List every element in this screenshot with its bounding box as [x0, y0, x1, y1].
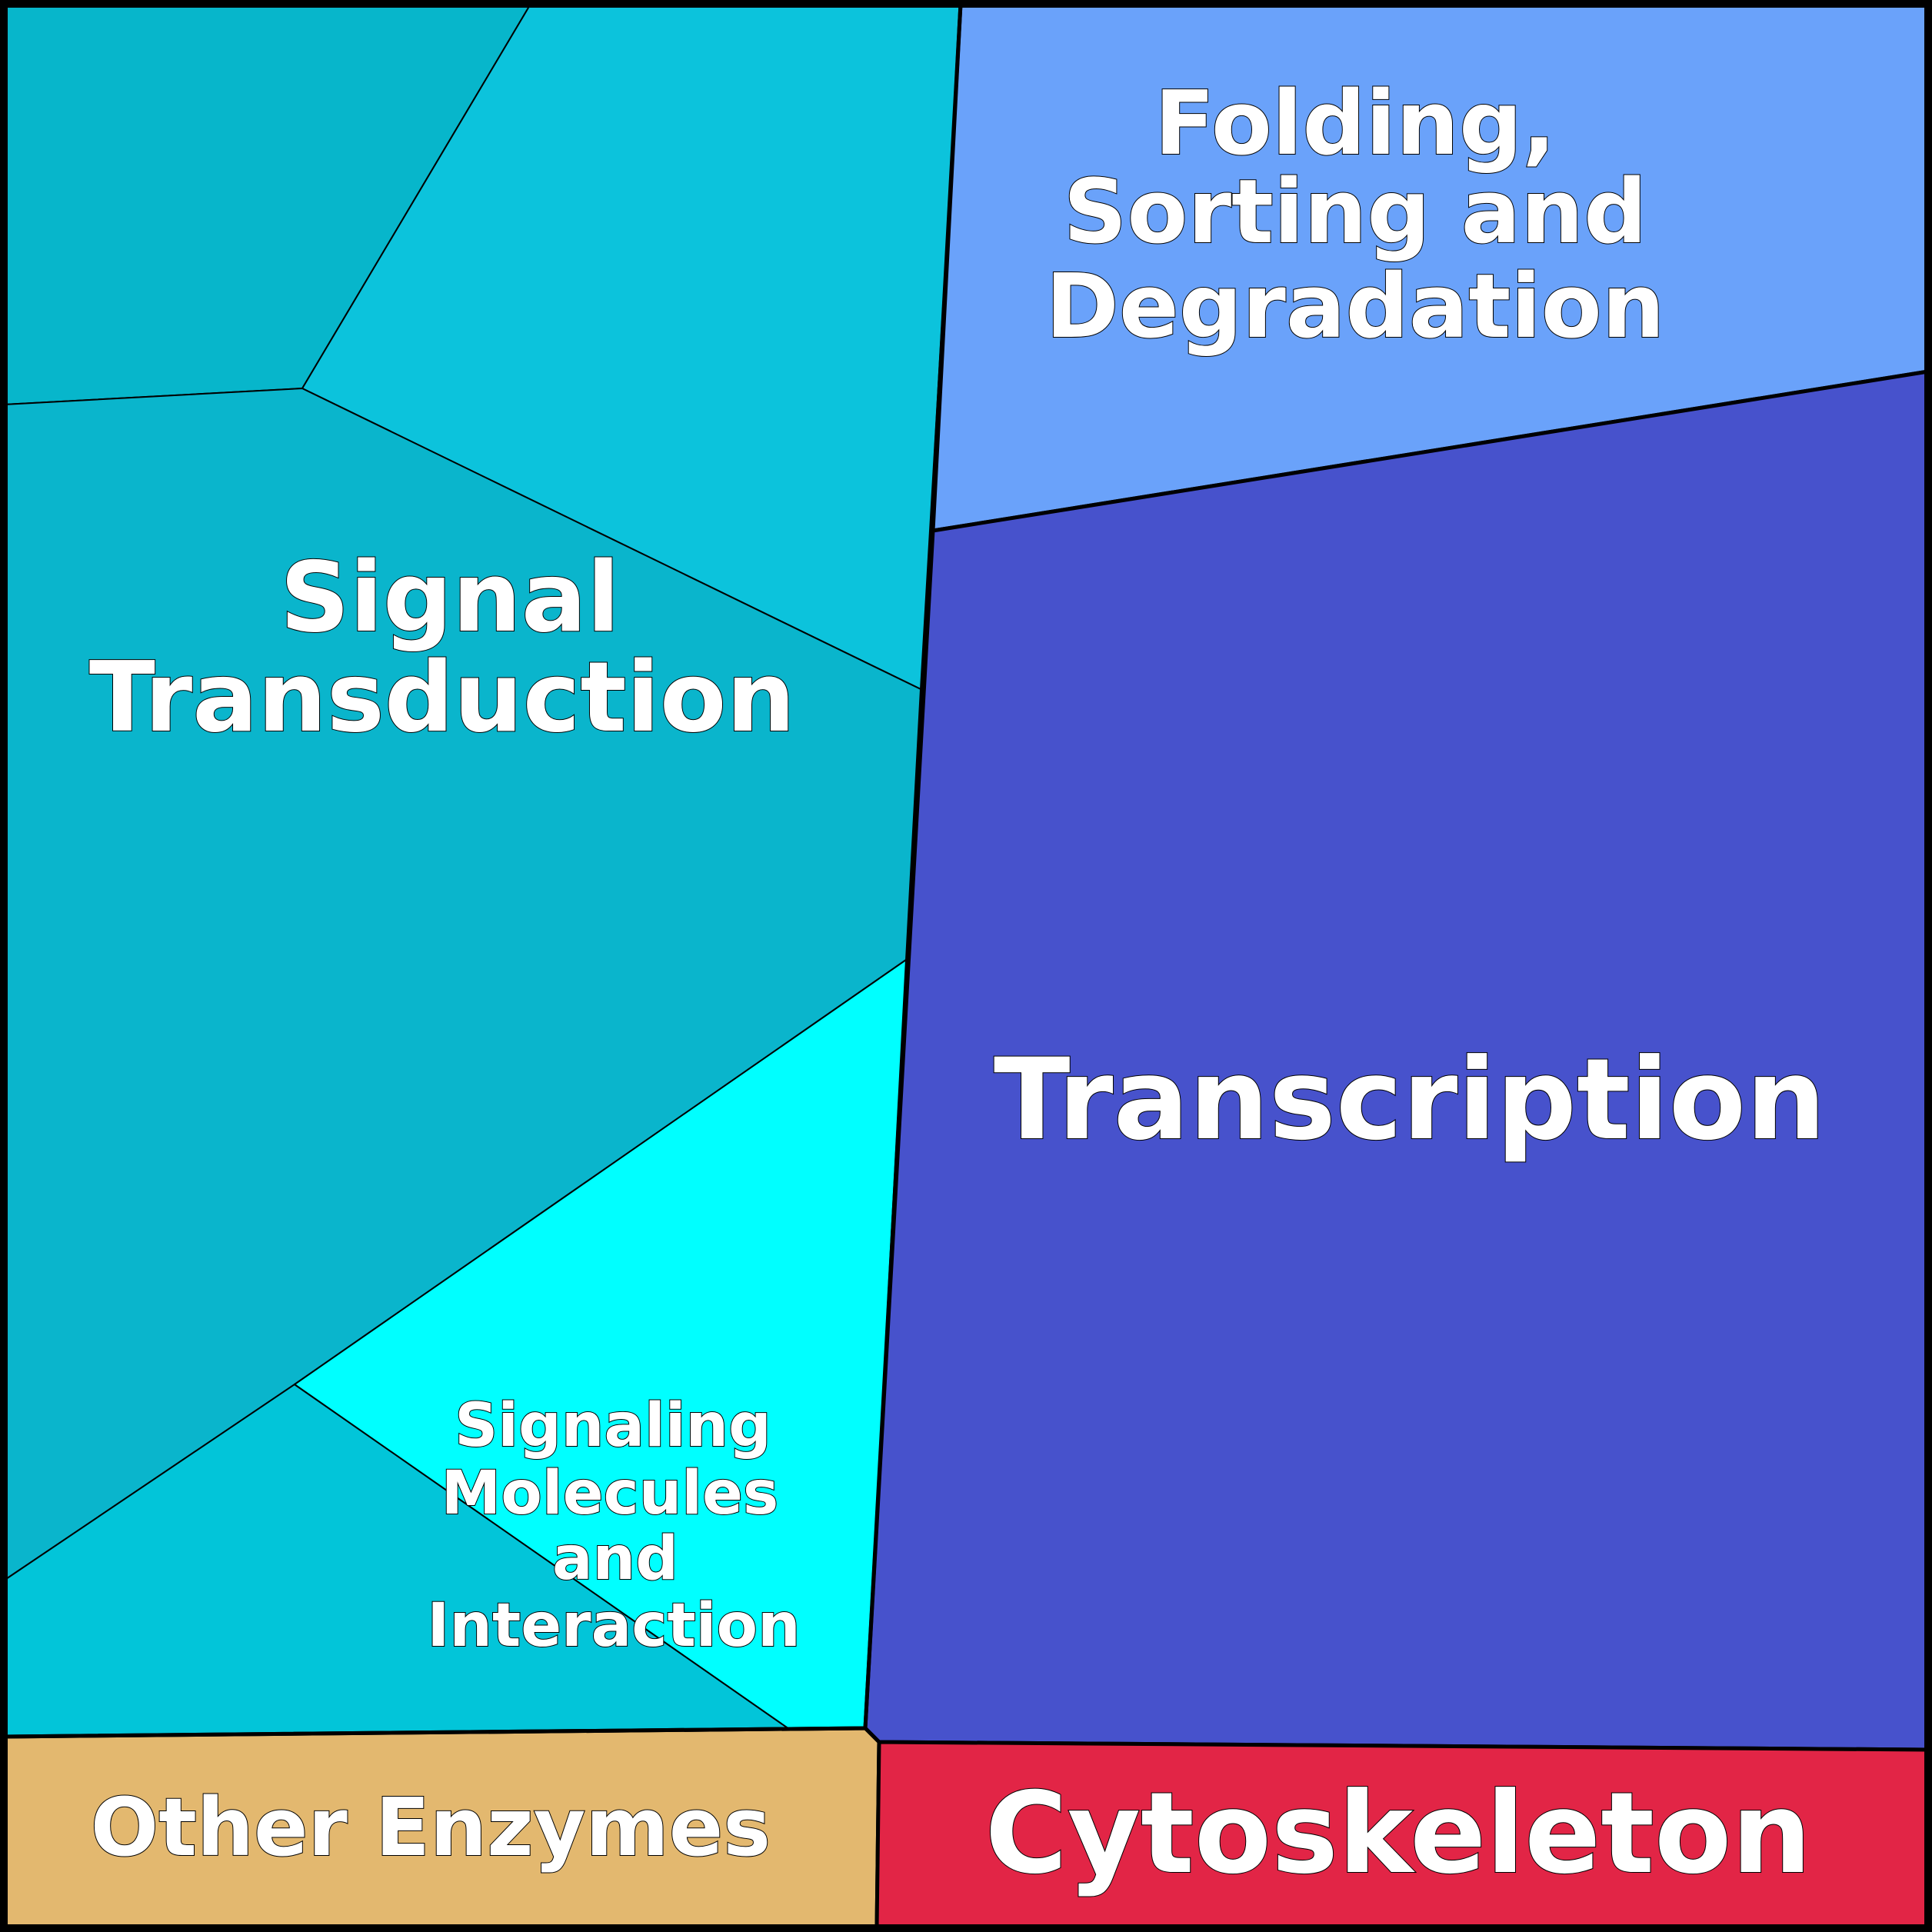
- label-line: Other Enzymes: [91, 1780, 771, 1874]
- label-cytoskeleton: Cytoskeleton: [984, 1767, 1813, 1900]
- label-line: Folding,: [1154, 72, 1556, 175]
- label-line: Transcription: [994, 1034, 1826, 1165]
- family-boundary: [3, 3, 963, 1739]
- label-line: Molecules: [441, 1459, 779, 1528]
- label-signaling-molecules: Signaling Molecules and Interaction: [426, 1391, 801, 1661]
- label-other-enzymes: Other Enzymes: [90, 1780, 771, 1875]
- label-line: Interaction: [427, 1591, 800, 1661]
- label-folding-sorting: Folding, Sorting and Degradation: [1044, 72, 1665, 359]
- label-line: Degradation: [1045, 255, 1664, 358]
- label-line: Sorting and: [1064, 161, 1647, 264]
- label-line: and: [552, 1524, 678, 1594]
- label-signal-transduction: Signal Transduction: [88, 540, 796, 754]
- label-line: Cytoskeleton: [985, 1768, 1812, 1899]
- label-line: Signal: [280, 541, 620, 654]
- label-line: Transduction: [89, 641, 795, 754]
- region-signal-transduction: [3, 3, 961, 1737]
- label-line: Signaling: [455, 1391, 771, 1461]
- label-transcription: Transcription: [993, 1034, 1827, 1166]
